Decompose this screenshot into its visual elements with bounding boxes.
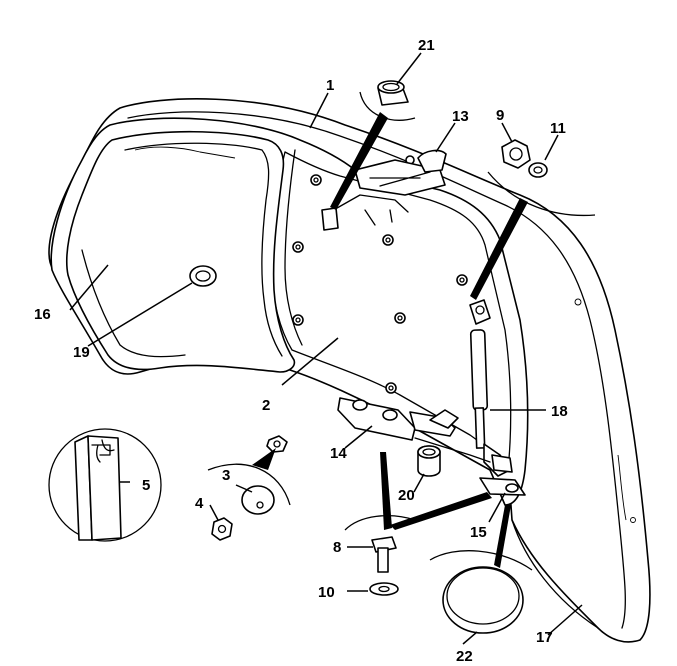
- detail-8-10: [344, 452, 492, 596]
- frame-fasteners: [292, 155, 468, 394]
- hinge-14: [337, 397, 491, 463]
- callout-18: 18: [551, 403, 568, 420]
- hinge-15: [479, 454, 526, 496]
- callout-17: 17: [536, 629, 553, 646]
- callout-11: 11: [550, 120, 566, 137]
- washer-nut-2: [266, 435, 288, 453]
- callout-10: 10: [318, 584, 335, 601]
- bushing-20: [417, 445, 441, 477]
- callout-15: 15: [470, 524, 487, 541]
- detail-5-seal: [48, 428, 162, 542]
- detail-21: [330, 80, 416, 210]
- callout-1: 1: [326, 77, 334, 94]
- callout-22: 22: [456, 648, 473, 665]
- latch-assembly-13: [321, 149, 447, 231]
- callout-3: 3: [222, 467, 230, 484]
- grommet-19: [189, 265, 217, 287]
- detail-9-11: [470, 139, 596, 300]
- callout-5: 5: [142, 477, 150, 494]
- detail-3-4: [207, 448, 291, 541]
- leader-lines: [69, 52, 583, 645]
- callouts: 1 2 3 4 5 8 9 10 11 13 14 15 16 17 18 19…: [34, 37, 568, 665]
- callout-19: 19: [73, 344, 90, 361]
- callout-2: 2: [262, 397, 270, 414]
- callout-9: 9: [496, 107, 504, 124]
- callout-16: 16: [34, 306, 51, 323]
- callout-14: 14: [330, 445, 347, 462]
- callout-8: 8: [333, 539, 341, 556]
- detail-22: [429, 505, 533, 634]
- inner-trim-panel: [65, 130, 296, 373]
- callout-4: 4: [195, 495, 204, 512]
- callout-13: 13: [452, 108, 469, 125]
- callout-20: 20: [398, 487, 415, 504]
- callout-21: 21: [418, 37, 435, 54]
